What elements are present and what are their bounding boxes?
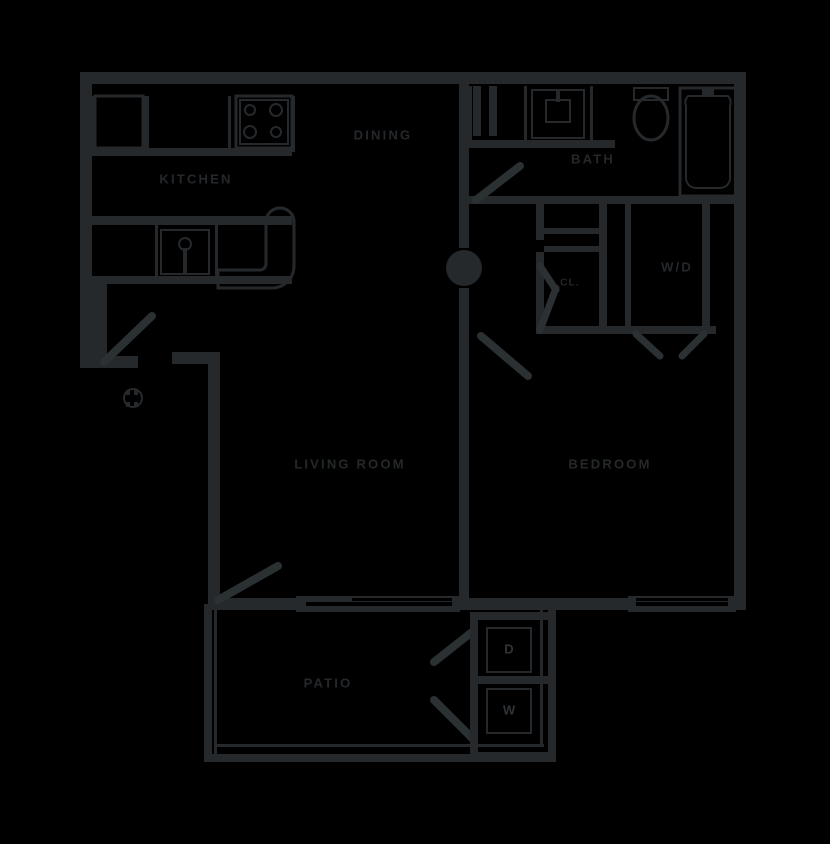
kitchen-sink-icon: [160, 229, 210, 275]
room-labels: KITCHEN DINING BATH CL. W/D LIVING ROOM …: [159, 127, 693, 690]
appliance-label-washer: W: [503, 702, 516, 717]
water-heater-icon: [123, 388, 143, 408]
laundry-bifold-right-icon: [678, 330, 708, 360]
interior-walls: [459, 84, 746, 606]
structural-column-icon: [446, 250, 482, 286]
entry-door-icon: [100, 312, 156, 366]
appliance-labels: D W: [503, 641, 516, 717]
patio-door-living-icon: [214, 562, 282, 604]
bathtub-icon: [678, 86, 738, 198]
dryer-box: [486, 627, 532, 673]
vanity-sink-icon: [531, 89, 585, 139]
toilet-icon: [632, 87, 670, 142]
patio-gate-upper-icon: [430, 628, 476, 666]
room-label-kitchen: KITCHEN: [159, 171, 232, 186]
bedroom-door-icon: [477, 332, 532, 380]
room-label-closet: CL.: [560, 278, 580, 289]
room-label-bath: BATH: [571, 151, 615, 166]
laundry-bifold-left-icon: [632, 330, 664, 360]
washer-box: [486, 688, 532, 734]
kitchen-peninsula-icon: [216, 206, 296, 290]
patio-sliding-door-icon: [296, 596, 460, 612]
bedroom-window-icon: [628, 596, 736, 612]
appliance-label-dryer: D: [504, 641, 513, 656]
refrigerator-icon: [93, 94, 145, 150]
laundry-appliance-closet: [470, 612, 556, 760]
room-label-dining: DINING: [354, 127, 413, 142]
room-label-laundry: W/D: [661, 259, 693, 274]
closet-door-icon: [536, 284, 560, 334]
room-label-patio: PATIO: [304, 675, 353, 690]
patio-gate-lower-icon: [430, 696, 478, 744]
range-icon: [234, 94, 294, 150]
doors: [100, 162, 708, 744]
room-label-bedroom: BEDROOM: [568, 456, 651, 471]
kitchen-fixtures: [92, 94, 296, 368]
bathroom-door-icon: [472, 162, 524, 204]
windows: [296, 596, 736, 612]
bathroom-fixtures: [469, 86, 738, 198]
room-label-living-room: LIVING ROOM: [294, 456, 406, 471]
